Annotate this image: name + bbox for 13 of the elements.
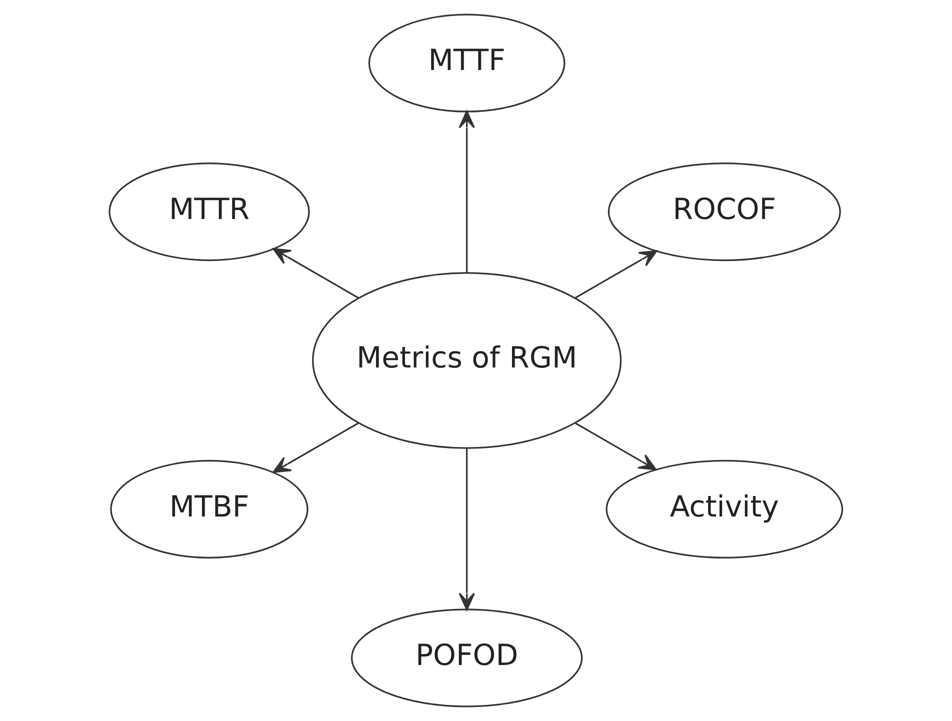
arrow [458, 448, 475, 610]
arrow [272, 422, 359, 473]
arrow [458, 110, 475, 273]
node-ellipse: MTBF [110, 460, 308, 558]
node-ellipse: Metrics of RGM [312, 272, 622, 449]
node-ellipse: MTTR [108, 162, 310, 262]
arrow [272, 248, 359, 299]
arrow [574, 250, 658, 299]
node-ellipse: POFOD [351, 608, 583, 708]
node-ellipse: Activity [606, 460, 844, 558]
node-ellipse: ROCOF [608, 162, 841, 262]
node-ellipse: MTTF [368, 14, 566, 112]
arrow [574, 422, 656, 470]
